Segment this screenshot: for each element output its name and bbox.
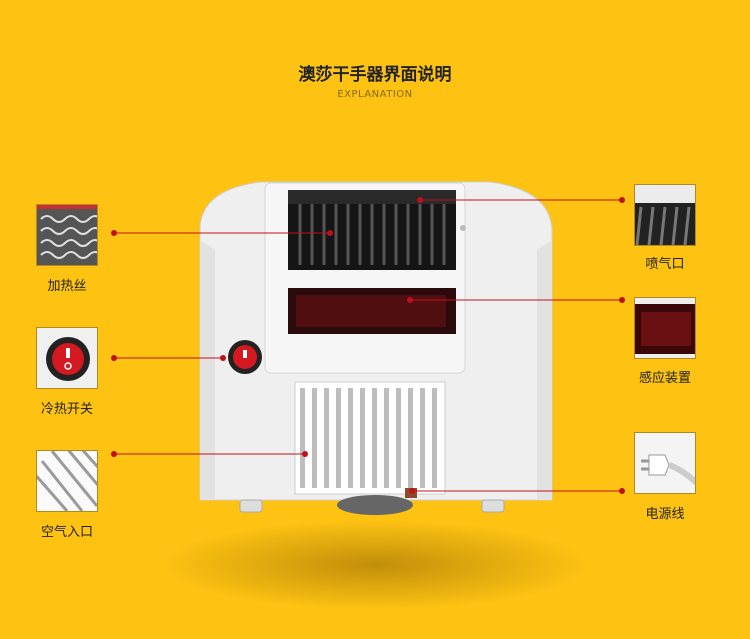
page-subtitle: EXPLANATION	[337, 89, 413, 100]
air-inlet-label: 空气入口	[40, 525, 93, 540]
power-cord-thumbnail	[634, 432, 696, 494]
air-outlet-label: 喷气口	[645, 257, 685, 272]
power-cord-label: 电源线	[645, 507, 685, 522]
product-shadow	[160, 520, 590, 610]
air-inlet-thumbnail	[36, 450, 98, 512]
page-title: 澳莎干手器界面说明	[298, 65, 452, 85]
switch-label: 冷热开关	[40, 402, 93, 417]
sensor-thumbnail	[634, 297, 696, 359]
switch-thumbnail	[36, 327, 98, 389]
air-outlet-thumbnail	[634, 184, 696, 246]
sensor-label: 感应装置	[638, 371, 691, 386]
heating-wire-label: 加热丝	[47, 279, 87, 294]
heating-wire-thumbnail	[36, 204, 98, 266]
